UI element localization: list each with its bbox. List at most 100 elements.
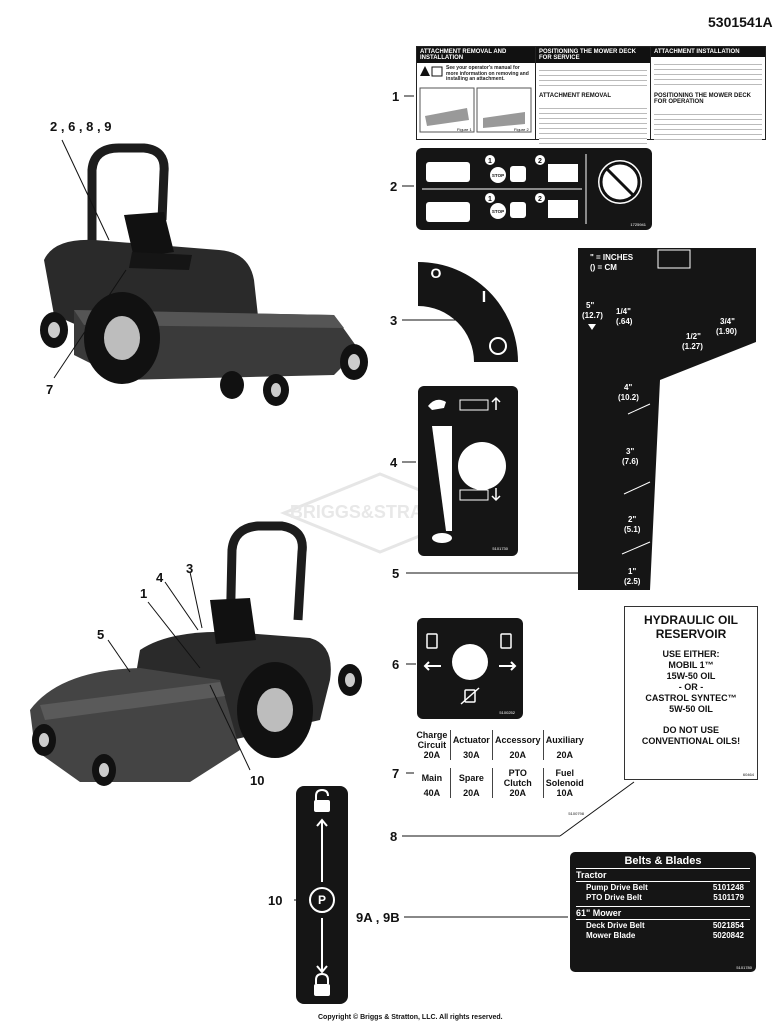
fuse-value-4: 20A — [556, 750, 574, 760]
park-brake-icon — [309, 887, 335, 913]
oil-line-5: CASTROL SYNTEC™ — [645, 693, 737, 703]
decal1-fig2: Figure 2 — [514, 127, 529, 132]
arrow-left-icon — [423, 661, 441, 671]
warning-triangle-icon — [420, 66, 443, 77]
decal1-subtitle-3: POSITIONING THE MOWER DECK FOR OPERATION — [651, 91, 765, 107]
belt-name: Deck Drive Belt — [586, 921, 645, 930]
gauge-4in: 4" — [624, 383, 632, 392]
unlock-icon — [315, 788, 329, 802]
callout-2: 2 — [390, 179, 398, 194]
fuse-label-6: Spare — [450, 768, 494, 788]
fuel-off-icon — [464, 689, 476, 703]
decal1-column-1: ATTACHMENT REMOVAL AND INSTALLATION See … — [417, 47, 536, 139]
oil-line-8: CONVENTIONAL OILS! — [641, 736, 741, 746]
oil-line-2: MOBIL 1™ — [668, 660, 714, 670]
engine-icon — [510, 166, 526, 182]
callout-3: 3 — [390, 313, 398, 328]
gauge-1in-cm: (2.5) — [624, 577, 641, 586]
oil-line-6: 5W-50 OIL — [669, 704, 713, 714]
start-engine-icon — [489, 337, 507, 355]
throttle-knob-circle — [458, 442, 506, 490]
decal7-code: 5100798 — [568, 811, 584, 816]
decal2-step2: 2 — [538, 158, 542, 165]
belts-row: Pump Drive Belt 5101248 — [570, 883, 756, 893]
oil-title-1: HYDRAULIC OIL — [644, 613, 738, 627]
belt-part: 5020842 — [712, 930, 744, 940]
callout-bottom-5: 5 — [97, 627, 105, 642]
park-symbol: P — [318, 893, 326, 907]
decal1-column-3: ATTACHMENT INSTALLATION POSITIONING THE … — [651, 47, 765, 140]
speed-wedge — [432, 426, 452, 531]
callout-6: 6 — [392, 657, 400, 672]
decal-park-brake: P — [296, 786, 348, 1004]
fuse-value-6: 20A — [450, 788, 494, 798]
turtle-icon — [432, 533, 452, 543]
decal2-stop1: STOP — [492, 173, 504, 178]
gauge-quarter: 1/4" — [616, 307, 631, 316]
decal-fuse-table: Charge Circuit Actuator Accessory Auxili… — [414, 730, 586, 816]
gauge-three-quarter: 3/4" — [720, 317, 735, 326]
decal-hydraulic-oil: HYDRAULIC OIL RESERVOIR USE EITHER: MOBI… — [624, 606, 758, 780]
belt-name: Mower Blade — [586, 930, 636, 940]
fuse-value-7: 20A — [492, 788, 544, 798]
gauge-pointer-icon — [588, 324, 596, 330]
selector-knob-circle — [452, 644, 488, 680]
decal-throttle: 5101730 — [418, 386, 518, 556]
belt-part: 5021854 — [712, 921, 744, 930]
deck-icon-2 — [548, 200, 578, 218]
gauge-half: 1/2" — [686, 332, 701, 341]
decal-belts-blades: Belts & Blades Tractor Pump Drive Belt 5… — [570, 852, 756, 972]
oil-line-1: USE EITHER: — [662, 649, 720, 659]
decal1-subtitle-2: ATTACHMENT REMOVAL — [536, 91, 650, 101]
belt-name: Pump Drive Belt — [586, 883, 648, 892]
decal9-code: 5101780 — [736, 965, 752, 970]
decal1-figures: Figure 1 Figure 2 — [419, 87, 532, 132]
decal-attachment-removal: ATTACHMENT REMOVAL AND INSTALLATION See … — [416, 46, 766, 144]
key-off-symbol: O — [431, 265, 442, 281]
gauge-3in: 3" — [626, 447, 634, 456]
callout-bottom-10: 10 — [250, 773, 265, 788]
engine-icon-2 — [510, 202, 526, 218]
rabbit-icon — [428, 399, 446, 410]
gauge-units-text: " = INCHES — [590, 253, 634, 262]
arrow-right-icon — [499, 661, 517, 671]
stop-icon-2 — [490, 203, 506, 219]
belt-part: 5101179 — [713, 892, 744, 902]
decal2-step1: 1 — [488, 158, 492, 165]
belts-row: Deck Drive Belt 5021854 — [570, 921, 756, 931]
decal2-stop2: STOP — [492, 209, 504, 214]
callout-8: 8 — [390, 829, 398, 844]
arrow-up-icon — [316, 818, 328, 882]
fuse-label-7: PTO Clutch — [492, 768, 544, 788]
fuse-label-8: Fuel Solenoid — [545, 768, 584, 788]
decal2-code: 1725941 — [630, 222, 646, 227]
oil-title-2: RESERVOIR — [655, 627, 727, 641]
gauge-5in-cm: (12.7) — [582, 311, 603, 320]
belts-section-tractor: Tractor — [576, 870, 607, 880]
gauge-3in-cm: (7.6) — [622, 457, 639, 466]
part-number: 5301541A — [708, 14, 773, 30]
callout-5: 5 — [392, 566, 400, 581]
decal-key-switch: O I — [418, 262, 518, 362]
decal1-title-1: ATTACHMENT REMOVAL AND INSTALLATION — [417, 47, 535, 63]
gauge-three-quarter-cm: (1.90) — [716, 327, 737, 336]
belts-row: PTO Drive Belt 5101179 — [570, 893, 756, 903]
decal1-title-3: ATTACHMENT INSTALLATION — [651, 47, 765, 57]
decal6-code: 5100252 — [499, 710, 515, 715]
gauge-5in: 5" — [586, 301, 594, 310]
decal-fuel-selector: 5100252 — [417, 618, 523, 719]
arrow-down-icon — [316, 918, 328, 974]
callout-bottom-4: 4 — [156, 570, 164, 585]
decal4-code: 5101730 — [492, 546, 508, 551]
callout-bottom-1: 1 — [140, 586, 148, 601]
fuse-value-5: 40A — [414, 788, 451, 798]
callout-4: 4 — [390, 455, 398, 470]
belts-row: Mower Blade 5020842 — [570, 931, 756, 941]
gauge-2in-cm: (5.1) — [624, 525, 641, 534]
fuse-label-4: Auxiliary — [545, 735, 584, 745]
arrow-down-icon — [491, 488, 501, 502]
fuse-table: Charge Circuit Actuator Accessory Auxili… — [414, 730, 586, 798]
fuse-value-1: 20A — [414, 750, 451, 760]
callout-10: 10 — [268, 893, 283, 908]
decal-height-gauge: " = INCHES () = CM 5" (12.7) 1/4" (.64) … — [578, 248, 756, 590]
